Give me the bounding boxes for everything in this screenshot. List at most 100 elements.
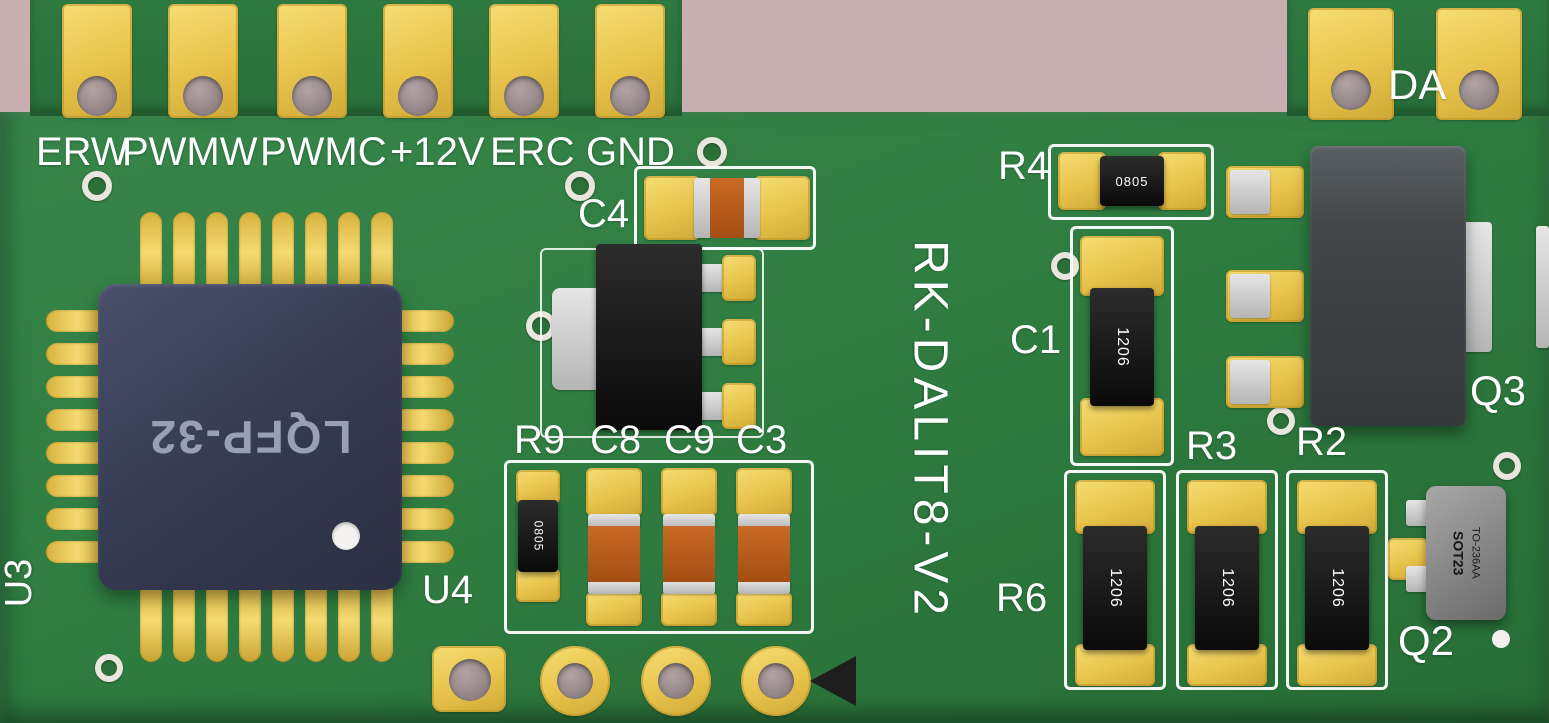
resistor-r4-body: 0805 bbox=[1100, 156, 1164, 206]
silkscreen-r2 bbox=[1286, 470, 1388, 690]
connector-pad-gnd bbox=[595, 4, 665, 118]
smd-pad bbox=[1080, 398, 1164, 456]
transistor-lead bbox=[1230, 274, 1270, 318]
silkscreen-r3 bbox=[1176, 470, 1278, 690]
resistor-r9-body: 0805 bbox=[518, 500, 558, 572]
ic-pin bbox=[173, 212, 195, 294]
orientation-arrow bbox=[810, 656, 856, 706]
smd-pad bbox=[586, 592, 642, 626]
edge-pad bbox=[1536, 226, 1549, 348]
smd-pad bbox=[1297, 480, 1377, 534]
ref-label-c8: C8 bbox=[590, 418, 642, 462]
ref-label-u3: U3 bbox=[0, 558, 40, 608]
smd-pad bbox=[754, 176, 810, 240]
capacitor-terminal bbox=[738, 514, 790, 528]
transistor-q2-package-type-marking: TO-236AA bbox=[1469, 527, 1482, 579]
smd-pad bbox=[661, 468, 717, 516]
via bbox=[82, 171, 112, 201]
connector-pad-da-2 bbox=[1436, 8, 1522, 120]
pad-hole bbox=[398, 76, 438, 116]
connector-pad-erc bbox=[489, 4, 559, 118]
resistor-r2-body: 1206 bbox=[1305, 526, 1369, 650]
capacitor-terminal bbox=[738, 580, 790, 594]
ic-pin bbox=[305, 580, 327, 662]
pin1-dot bbox=[332, 522, 360, 550]
ic-pin bbox=[46, 376, 108, 398]
pin-label-gnd: GND bbox=[586, 130, 675, 174]
silkscreen-dot bbox=[1492, 630, 1510, 648]
capacitor-terminal bbox=[663, 514, 715, 528]
ic-pin bbox=[206, 212, 228, 294]
transistor-q2-body: SOT23 TO-236AA bbox=[1426, 486, 1506, 620]
pad-hole bbox=[1459, 70, 1499, 110]
smd-pad bbox=[516, 470, 560, 504]
ic-pin bbox=[392, 508, 454, 530]
pin-label-12v: +12V bbox=[390, 130, 485, 174]
ic-pin bbox=[46, 442, 108, 464]
transistor-q2-package-marking: SOT23 bbox=[1450, 530, 1467, 576]
smd-pad bbox=[1080, 236, 1164, 296]
ic-pin bbox=[392, 409, 454, 431]
regulator-lead bbox=[700, 328, 726, 356]
ic-pin bbox=[392, 475, 454, 497]
mount-pad-round bbox=[741, 646, 811, 716]
ref-label-q2: Q2 bbox=[1398, 617, 1455, 664]
ref-label-r6: R6 bbox=[996, 576, 1048, 620]
ref-label-c9: C9 bbox=[664, 418, 716, 462]
ref-label-u3-wrap: U3 bbox=[0, 558, 42, 608]
regulator-lead bbox=[700, 392, 726, 420]
connector-pad-12v bbox=[383, 4, 453, 118]
connector-pad-pwmw bbox=[168, 4, 238, 118]
ic-pin bbox=[206, 580, 228, 662]
ic-pin bbox=[46, 541, 108, 563]
smd-pad bbox=[1187, 644, 1267, 686]
pad-hole bbox=[1331, 70, 1371, 110]
ic-pin bbox=[272, 212, 294, 294]
capacitor-c1-body: 1206 bbox=[1090, 288, 1154, 406]
via bbox=[565, 171, 595, 201]
ic-u3-package-marking: LQFP-32 bbox=[148, 411, 352, 463]
pad-hole bbox=[557, 663, 593, 699]
resistor-r2-code: 1206 bbox=[1329, 568, 1346, 608]
ic-pin bbox=[46, 409, 108, 431]
ic-pin bbox=[46, 343, 108, 365]
ref-label-r9: R9 bbox=[514, 418, 566, 462]
pad-hole bbox=[758, 663, 794, 699]
capacitor-c9-body bbox=[663, 526, 715, 582]
ic-pin bbox=[392, 541, 454, 563]
via bbox=[95, 654, 123, 682]
smd-pad bbox=[1075, 480, 1155, 534]
ref-label-c4: C4 bbox=[578, 192, 630, 236]
ic-pin bbox=[371, 580, 393, 662]
resistor-r3-code: 1206 bbox=[1219, 568, 1236, 608]
ic-pin bbox=[392, 310, 454, 332]
ic-pin bbox=[338, 580, 360, 662]
pad-hole bbox=[77, 76, 117, 116]
resistor-r6-body: 1206 bbox=[1083, 526, 1147, 650]
capacitor-terminal bbox=[663, 580, 715, 594]
ic-u3-body: LQFP-32 bbox=[98, 284, 402, 590]
pin-label-da: DA bbox=[1388, 61, 1447, 108]
pad-hole bbox=[504, 76, 544, 116]
pad-hole bbox=[292, 76, 332, 116]
capacitor-c3-body bbox=[738, 526, 790, 582]
transistor-lead bbox=[1230, 170, 1270, 214]
silkscreen-c1 bbox=[1070, 226, 1174, 466]
pin-label-pwmw: PWMW bbox=[122, 130, 258, 174]
ic-pin bbox=[392, 442, 454, 464]
smd-pad bbox=[736, 468, 792, 516]
ic-pin bbox=[46, 475, 108, 497]
smd-pad bbox=[1075, 644, 1155, 686]
pin-label-erw: ERW bbox=[36, 130, 129, 174]
capacitor-terminal bbox=[694, 178, 712, 238]
smd-pad bbox=[1297, 644, 1377, 686]
capacitor-terminal bbox=[588, 580, 640, 594]
pad-hole bbox=[658, 663, 694, 699]
smd-pad bbox=[1158, 152, 1206, 210]
connector-pad-erw bbox=[62, 4, 132, 118]
ic-pin bbox=[272, 580, 294, 662]
ic-pin bbox=[239, 212, 261, 294]
transistor-lead bbox=[1230, 360, 1270, 404]
capacitor-c4-body bbox=[710, 178, 744, 238]
smd-pad bbox=[516, 568, 560, 602]
